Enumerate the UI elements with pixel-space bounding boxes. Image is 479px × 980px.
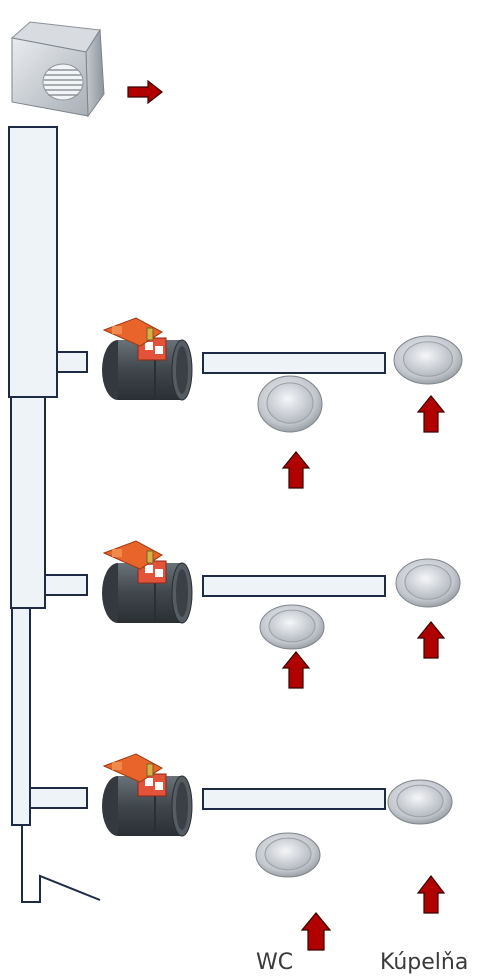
branch-duct [202, 352, 386, 374]
floor-branches [29, 317, 463, 878]
ceiling-diffuser-icon [395, 558, 461, 608]
label-wc: WC [256, 950, 294, 975]
ceiling-diffuser-icon [257, 375, 323, 433]
floor-lower [29, 753, 453, 878]
airflow-arrow-icon [416, 875, 446, 914]
roof-vent-hood-icon [10, 21, 105, 118]
label-bathroom: Kúpelňa [380, 950, 469, 975]
ceiling-diffuser-icon [393, 335, 463, 385]
ceiling-diffuser-icon [255, 832, 321, 878]
branch-duct [202, 575, 386, 597]
motorized-damper-icon [102, 540, 193, 624]
airflow-arrow-icon [281, 651, 311, 689]
branch-stub-duct [56, 351, 88, 373]
airflow-arrow-icon [416, 395, 446, 433]
riser-duct-middle [10, 396, 46, 609]
branch-stub-duct [29, 787, 88, 809]
branch-stub-duct [44, 574, 88, 596]
airflow-arrow-icon [127, 79, 163, 105]
branch-duct [202, 788, 386, 810]
riser-duct-upper [8, 126, 58, 398]
airflow-arrow-icon [416, 621, 446, 659]
ceiling-diffuser-icon [387, 779, 453, 825]
ceiling-diffuser-icon [259, 604, 325, 650]
airflow-arrow-icon [281, 451, 311, 489]
floor-middle [44, 540, 461, 689]
riser-duct-lower [11, 607, 31, 826]
floor-upper [56, 317, 463, 489]
motorized-damper-icon [102, 753, 193, 837]
motorized-damper-icon [102, 317, 193, 401]
condensate-outlet [21, 825, 101, 903]
airflow-arrow-icon [300, 912, 332, 951]
